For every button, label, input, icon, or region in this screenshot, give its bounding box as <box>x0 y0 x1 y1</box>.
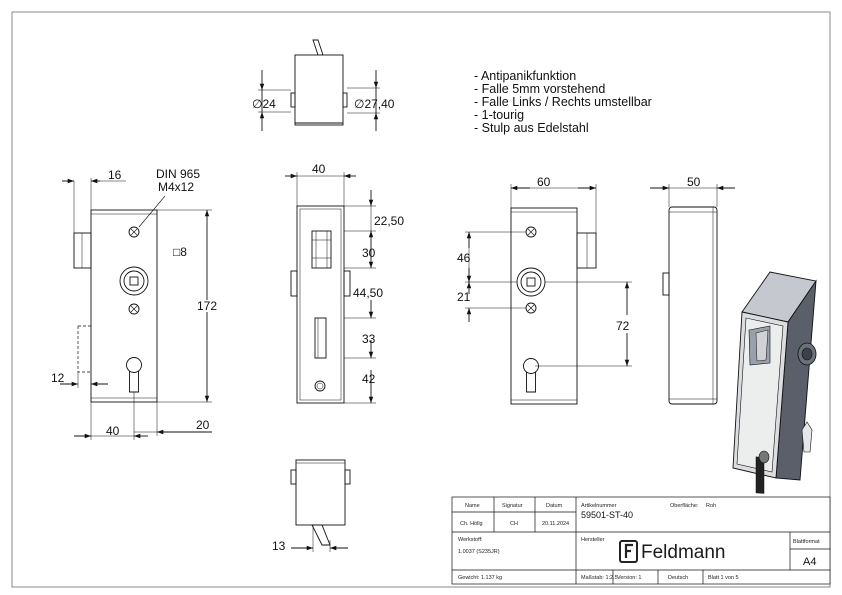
dim-back-60: 60 <box>537 175 551 189</box>
tb-werkstoff-value: 1.0037 (S235JR) <box>458 549 500 555</box>
tb-artikel-label: Artikelnummer <box>581 503 617 509</box>
note-3: - Falle Links / Rechts umstellbar <box>474 95 652 109</box>
feldmann-logo: Feldmann <box>641 542 726 563</box>
dim-22-50: 22,50 <box>374 214 404 228</box>
notes-list: - Antipanikfunktion - Falle 5mm vorstehe… <box>474 69 652 135</box>
dim-72: 72 <box>616 319 630 333</box>
tb-header-signatur: Signatur <box>502 503 523 509</box>
bottom-view <box>290 459 351 552</box>
back-view <box>465 184 632 405</box>
sheet-border <box>11 11 831 588</box>
din-label: DIN 965 <box>156 167 200 181</box>
tb-oberflaeche-label: Oberfläche: <box>670 503 699 509</box>
tb-blatt: Blatt 1 von 5 <box>708 575 739 581</box>
screw-label: M4x12 <box>158 180 194 194</box>
tb-value-datum: 20.11.2024 <box>542 521 569 527</box>
side-view-left <box>60 178 212 440</box>
dim-40-bottom: 40 <box>106 424 120 438</box>
tb-value-signatur: CH <box>510 521 518 527</box>
front-view <box>285 172 376 404</box>
tb-oberflaeche-value: Roh <box>706 503 716 509</box>
dim-20: 20 <box>196 418 210 432</box>
dim-33: 33 <box>362 332 376 346</box>
tb-hersteller-label: Hersteller <box>581 537 605 543</box>
note-2: - Falle 5mm vorstehend <box>474 82 605 96</box>
note-5: - Stulp aus Edelstahl <box>474 121 589 135</box>
note-4: - 1-tourig <box>474 108 524 122</box>
dim-dia-24: ∅24 <box>252 97 276 111</box>
dim-right-50: 50 <box>687 175 701 189</box>
title-block <box>451 496 831 585</box>
dim-12: 12 <box>51 371 65 385</box>
dim-42: 42 <box>362 372 376 386</box>
tb-sprache: Deutsch <box>668 575 688 581</box>
note-1: - Antipanikfunktion <box>474 69 576 83</box>
tb-blattformat-value: A4 <box>803 556 816 568</box>
dim-44-50: 44,50 <box>353 286 383 300</box>
tb-value-name: Ch. Höllg <box>460 521 483 527</box>
dim-30: 30 <box>362 246 376 260</box>
tb-header-name: Name <box>465 503 480 509</box>
dim-21: 21 <box>457 290 471 304</box>
side-view-right <box>650 184 735 405</box>
top-view <box>258 39 380 131</box>
tb-werkstoff-label: Werkstoff: <box>458 537 483 543</box>
tb-blattformat-label: Blattformat <box>793 539 820 545</box>
tb-massstab: Maßstab: 1:2.5 <box>581 575 618 581</box>
dim-46: 46 <box>457 251 471 265</box>
dim-dia-27-40: ∅27,40 <box>354 97 395 111</box>
dim-16: 16 <box>108 168 122 182</box>
tb-version: Version: 1 <box>617 575 641 581</box>
tb-artikel-value: 59501-ST-40 <box>581 510 633 520</box>
dim-13: 13 <box>272 539 286 553</box>
tb-gewicht: Gewicht: 1.137 kg <box>458 575 502 581</box>
tb-header-datum: Datum <box>546 503 563 509</box>
dim-front-40: 40 <box>312 162 326 176</box>
iso-view <box>732 271 817 494</box>
square-8-label: □8 <box>173 245 187 259</box>
dim-172: 172 <box>197 299 217 313</box>
